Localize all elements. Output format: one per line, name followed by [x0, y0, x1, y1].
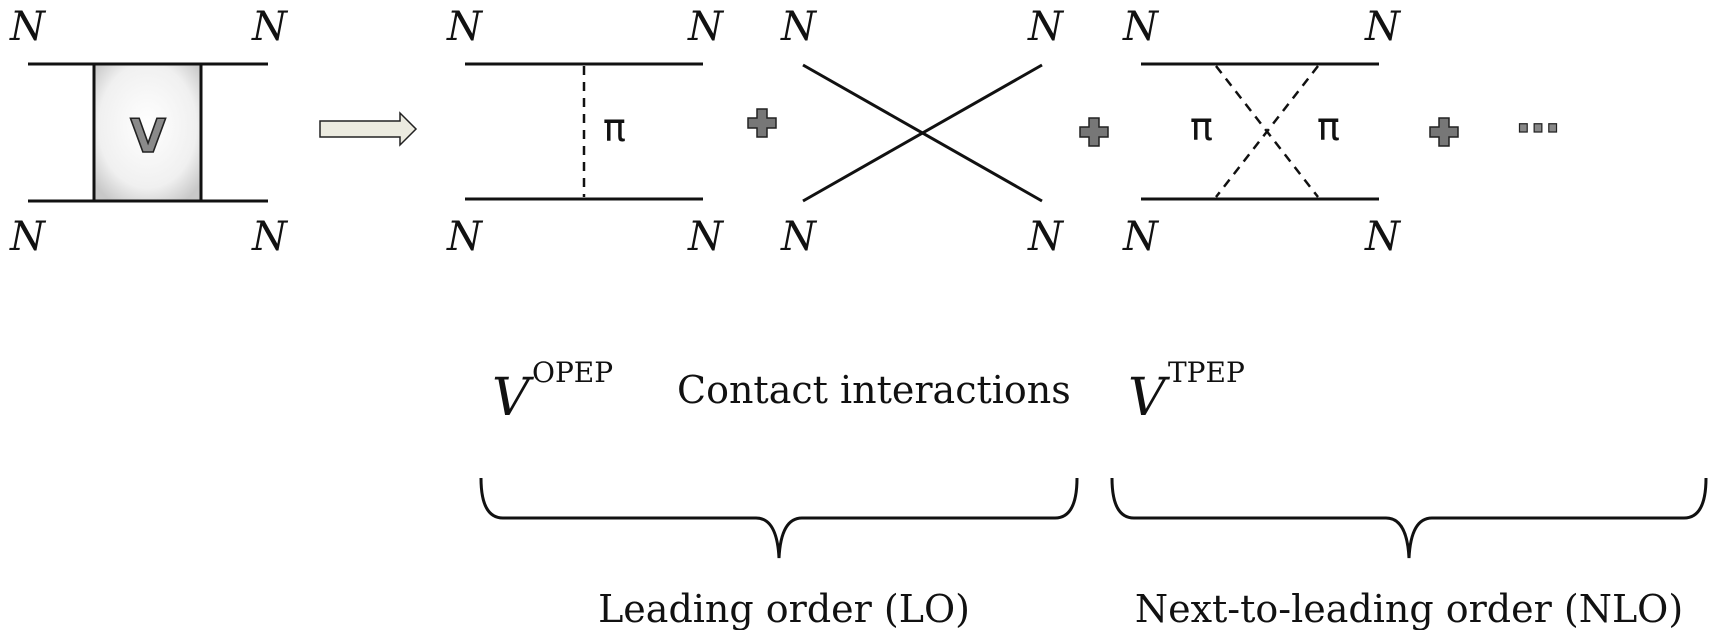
lo-brace: [479, 477, 1079, 559]
nucleon-label: N: [1122, 214, 1160, 260]
potential-box-diagram: N N N N V: [9, 4, 289, 260]
plus-sign: [1429, 117, 1459, 147]
tpep-superscript: TPEP: [1168, 356, 1245, 389]
pion-label: π: [603, 106, 626, 150]
opep-label: V OPEP: [492, 356, 613, 428]
nucleon-label: N: [1122, 4, 1160, 50]
nucleon-label: N: [1364, 4, 1402, 50]
expansion-arrow: [319, 111, 418, 147]
nucleon-label: N: [446, 214, 484, 260]
nucleon-label: N: [251, 4, 289, 50]
nucleon-label: N: [251, 214, 289, 260]
pion-label: π: [1317, 105, 1340, 149]
nucleon-label: N: [1027, 214, 1065, 260]
nucleon-line-crossing: [802, 63, 1043, 203]
opep-superscript: OPEP: [532, 356, 613, 389]
nucleon-label: N: [780, 4, 818, 50]
nucleon-label: N: [1364, 214, 1402, 260]
two-pion-exchange-diagram: N N N N π π: [1122, 4, 1402, 260]
nucleon-label: N: [9, 4, 47, 50]
potential-box-label: V: [130, 109, 166, 163]
leading-order-label: Leading order (LO): [598, 587, 970, 630]
contact-interactions-label: Contact interactions: [677, 368, 1071, 412]
plus-sign: [1079, 117, 1109, 147]
contact-interaction-diagram: N N N N: [780, 4, 1065, 260]
pion-label: π: [1190, 105, 1213, 149]
nucleon-label: N: [446, 4, 484, 50]
nlo-brace: [1110, 477, 1708, 559]
tpep-symbol: V: [1128, 368, 1170, 428]
ellipsis-symbol: …: [1516, 92, 1560, 143]
tpep-label: V TPEP: [1128, 356, 1245, 428]
plus-sign: [747, 108, 777, 138]
nucleon-label: N: [1027, 4, 1065, 50]
next-to-leading-order-label: Next-to-leading order (NLO): [1135, 587, 1683, 630]
nucleon-label: N: [687, 4, 725, 50]
one-pion-exchange-diagram: N N N N π: [446, 4, 725, 260]
nucleon-label: N: [687, 214, 725, 260]
potential-box: [92, 62, 203, 203]
opep-symbol: V: [492, 368, 534, 428]
nucleon-label: N: [780, 214, 818, 260]
nucleon-label: N: [9, 214, 47, 260]
pion-propagator: [1215, 65, 1319, 198]
